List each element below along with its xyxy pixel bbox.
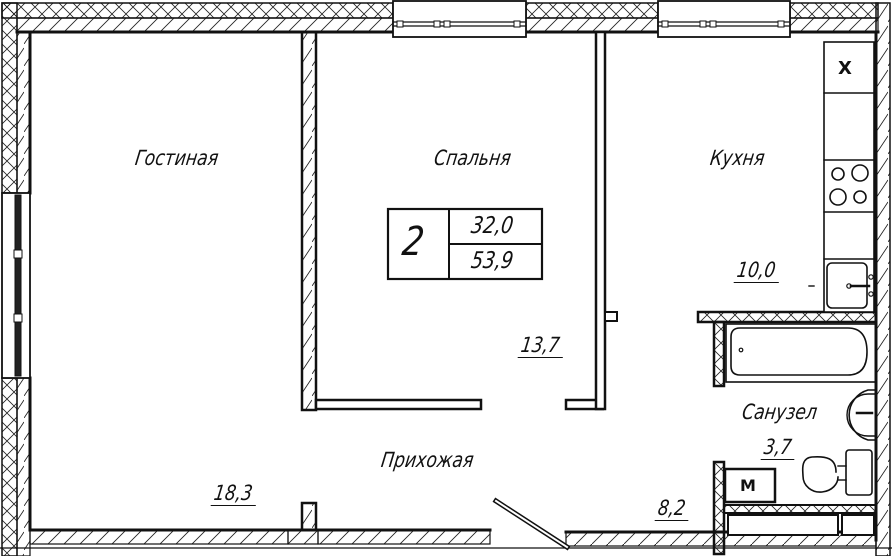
room-name-bathroom: Санузел	[740, 400, 819, 424]
bathtub-icon	[725, 323, 877, 383]
room-name-bedroom: Спальня	[432, 146, 513, 170]
partition-living-bedroom	[300, 30, 318, 532]
window-living	[1, 192, 31, 379]
entry-door	[492, 497, 571, 551]
room-area-bedroom: 13,7	[517, 333, 566, 358]
partition-bedroom-bottom	[314, 398, 605, 411]
bathroom-wall-bottom	[723, 504, 877, 536]
window-bedroom	[392, 0, 527, 38]
room-area-hallway: 8,2	[654, 496, 692, 521]
room-area-bathroom: 3,7	[760, 435, 798, 460]
meter-box	[723, 467, 777, 504]
kitchen-sink-icon	[808, 262, 874, 309]
exterior-wall-right	[874, 2, 891, 556]
fridge-icon: X	[838, 58, 852, 79]
bathroom-wall-top	[696, 310, 878, 388]
toilet-icon	[801, 449, 873, 496]
bathroom-wall-left	[712, 460, 726, 556]
summary-living-area: 32,0	[469, 213, 515, 239]
room-name-kitchen: Кухня	[708, 146, 767, 170]
summary-badge	[386, 207, 544, 281]
exterior-wall-left	[1, 2, 32, 556]
room-name-living: Гостиная	[133, 146, 220, 170]
room-area-living: 18,3	[210, 481, 259, 506]
partition-bedroom-kitchen	[594, 30, 618, 411]
room-area-kitchen: 10,0	[733, 258, 782, 283]
room-name-hallway: Прихожая	[379, 448, 476, 472]
stove-icon	[829, 164, 869, 206]
window-kitchen	[657, 0, 791, 38]
summary-total-area: 53,9	[469, 248, 515, 274]
bathroom-sink-icon	[846, 389, 875, 441]
meter-label: M	[740, 476, 756, 495]
